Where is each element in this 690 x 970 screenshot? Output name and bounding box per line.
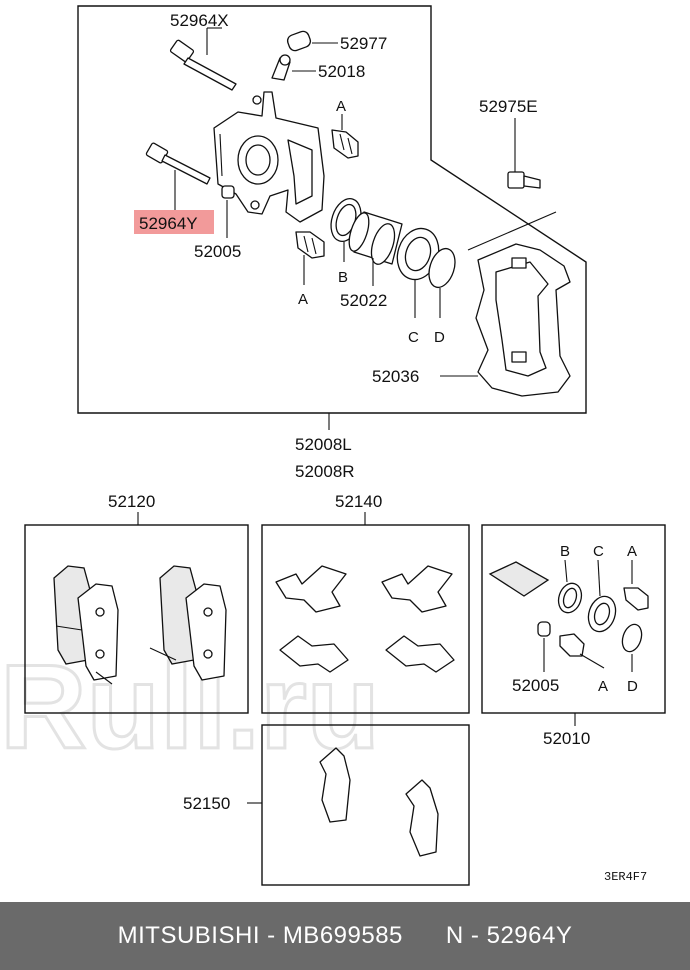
- part-info-footer: MITSUBISHI - MB699585 N - 52964Y: [0, 902, 690, 970]
- footer-part-number: MB699585: [282, 922, 403, 949]
- grease-packet-icon: [488, 561, 550, 597]
- bleeder-screw-icon: [271, 54, 291, 81]
- guide-boot-a-upper-icon: [331, 129, 359, 159]
- shims-box: [261, 724, 470, 886]
- footer-ref-prefix: N: [445, 922, 464, 949]
- label-bracket: 52036: [372, 367, 419, 386]
- label-seal-a: A: [336, 98, 346, 115]
- label-seal-c: C: [408, 329, 419, 346]
- guide-bolt-x-icon: [169, 39, 237, 91]
- footer-separator-2: -: [463, 922, 487, 949]
- label-clips: 52140: [335, 492, 382, 511]
- label-bolt-y: 52964Y: [139, 214, 198, 233]
- bushing-icon: [221, 185, 235, 199]
- label-cap: 52977: [340, 34, 387, 53]
- kit-box: [481, 524, 666, 714]
- label-ring-d: D: [434, 329, 445, 346]
- caliper-bracket-icon: [475, 243, 571, 397]
- label-bleeder: 52018: [318, 62, 365, 81]
- footer-separator: -: [259, 922, 283, 949]
- pads-box: [24, 524, 249, 714]
- caliper-body-icon: [213, 91, 325, 223]
- label-kit: 52010: [543, 729, 590, 748]
- label-assy-l: 52008L: [295, 435, 352, 454]
- guide-bolt-y-icon: [145, 142, 211, 185]
- kit-bushing-icon: [537, 621, 551, 637]
- label-kit-a2: A: [598, 678, 608, 695]
- label-piston: 52022: [340, 291, 387, 310]
- label-bushing: 52005: [194, 242, 241, 261]
- label-kit-c: C: [593, 543, 604, 560]
- kit-boot-a2-icon: [559, 633, 585, 657]
- piston-ring-b-icon: [330, 197, 362, 243]
- piston-icon: [348, 211, 403, 265]
- kit-ring-b-icon: [557, 582, 583, 614]
- diagram-code: 3ER4F7: [604, 870, 647, 884]
- label-pads: 52120: [108, 492, 155, 511]
- kit-ring-d-icon: [621, 623, 643, 653]
- label-screw: 52975E: [479, 97, 538, 116]
- highlight-52964Y: [134, 210, 214, 234]
- kit-seal-c-icon: [587, 595, 617, 633]
- kit-boot-a-icon: [623, 587, 649, 611]
- brake-pads-icon: [53, 565, 227, 685]
- label-kit-b: B: [560, 543, 570, 560]
- bracket-screw-icon: [507, 171, 541, 189]
- label-shims: 52150: [183, 794, 230, 813]
- guide-boot-a-lower-icon: [295, 231, 325, 259]
- footer-brand: MITSUBISHI: [117, 922, 260, 949]
- footer-gap: [403, 922, 446, 950]
- dust-cap-icon: [286, 30, 312, 52]
- diagram-canvas: Rull.ru 52964X 52977 52018 52964Y: [0, 5, 666, 886]
- label-bolt-x: 52964X: [170, 11, 229, 30]
- label-kit-d: D: [627, 678, 638, 695]
- clips-box: [261, 524, 470, 714]
- label-seal-a2: A: [298, 291, 308, 308]
- pad-shims-icon: [319, 747, 439, 857]
- label-ring-b: B: [338, 269, 348, 286]
- label-kit-bushing: 52005: [512, 676, 559, 695]
- pad-clips-icon: [275, 565, 455, 673]
- caliper-assembly-frame: [77, 5, 587, 414]
- label-kit-a: A: [627, 543, 637, 560]
- footer-ref: 52964Y: [486, 922, 573, 949]
- retaining-ring-d-icon: [428, 247, 456, 289]
- label-assy-r: 52008R: [295, 462, 355, 481]
- piston-seal-c-icon: [396, 227, 440, 281]
